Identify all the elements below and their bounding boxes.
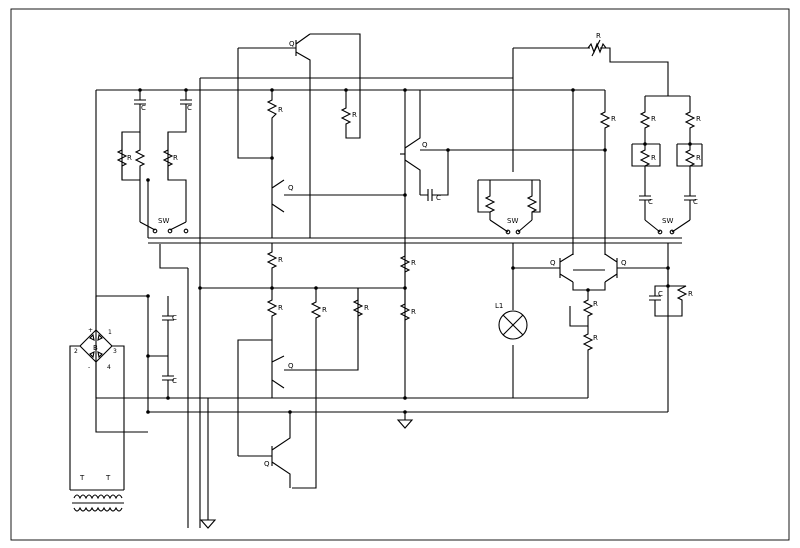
label-q: Q [264,460,270,468]
top-potentiometer [587,39,607,57]
label-c: C [141,104,146,112]
label-bridge: B [93,344,98,352]
label-pin2: 2 [74,348,78,355]
label-r: R [696,154,701,162]
label-r: R [278,106,283,114]
differential-pair [513,90,668,355]
label-transformer: T [79,474,85,482]
label-r: R [411,259,416,267]
label-pin3: 3 [113,348,117,355]
label-sw: SW [662,217,673,225]
left-rc-network [116,90,192,238]
label-r: R [651,154,656,162]
label-c: C [648,198,653,206]
label-sw: SW [158,217,169,225]
label-c: C [187,104,192,112]
label-c: C [172,314,177,322]
label-q: Q [288,184,294,192]
potentiometer-switch-mid [477,179,541,340]
right-rc-network [631,95,703,317]
label-r: R [688,290,693,298]
label-r: R [611,115,616,123]
label-lamp: L1 [495,302,503,310]
label-r: R [322,306,327,314]
label-r: R [696,115,701,123]
label-pin4: 4 [107,364,111,371]
label-q: Q [289,40,295,48]
label-q: Q [288,362,294,370]
label-c: C [172,377,177,385]
label-r: R [593,300,598,308]
label-c: C [436,194,441,202]
bus-double-line [148,237,682,244]
label-r: R [173,154,178,162]
label-pin1: 1 [108,329,112,336]
sheet-border [10,8,790,541]
label-r: R [651,115,656,123]
label-plus: + [88,327,93,334]
transformer [69,470,125,512]
label-minus: - [88,364,90,371]
transistor-stack-left [237,33,405,489]
label-r: R [593,334,598,342]
label-q: Q [621,259,627,267]
label-r: R [364,304,369,312]
label-q: Q [422,141,428,149]
transistor-center [399,90,605,340]
label-sw: SW [507,217,518,225]
label-r: R [127,154,132,162]
bottom-rails [96,90,669,528]
component-labels: C C R R SW C C Q R Q R R R Q Q R R Q C R… [74,32,701,482]
label-r: R [278,304,283,312]
label-r: R [596,32,601,40]
supply-capacitors [148,296,174,398]
label-r: R [278,256,283,264]
label-transformer: T [105,474,111,482]
top-rail [95,47,669,528]
label-c: C [693,198,698,206]
junction-dots [138,88,692,414]
bridge-rectifier [69,296,148,470]
ground-symbol-bottom [199,519,217,529]
label-r: R [352,111,357,119]
label-r: R [411,308,416,316]
label-q: Q [550,259,556,267]
ground-symbol [396,412,414,429]
label-c: C [658,290,663,298]
